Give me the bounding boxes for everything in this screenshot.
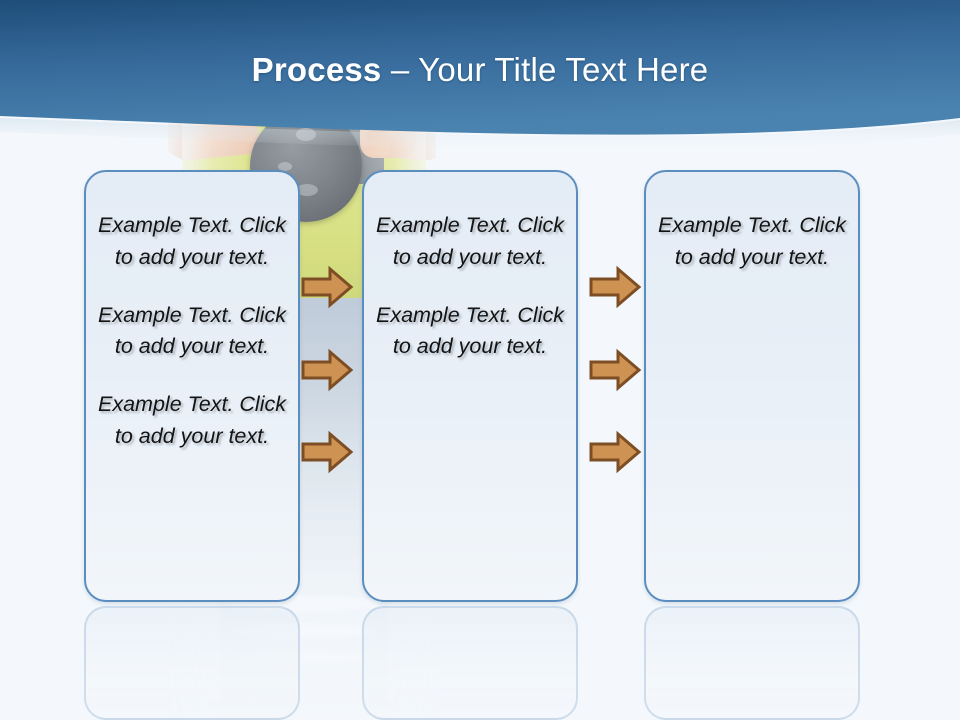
arrow-right-2[interactable] — [300, 348, 354, 392]
arrow-right-3[interactable] — [300, 430, 354, 474]
process-box-2-text: Example Text. Click to add your text. Ex… — [374, 210, 566, 363]
process-box-1-text: Example Text. Click to add your text. Ex… — [96, 210, 288, 453]
arrow-right-5[interactable] — [588, 348, 642, 392]
process-box-1-paragraph: Example Text. Click to add your text. — [98, 213, 286, 269]
page-title-bold: Process — [251, 51, 382, 88]
process-box-1[interactable]: Example Text. Click to add your text. Ex… — [84, 170, 300, 602]
process-box-3-text: Example Text. Click to add your text. — [656, 210, 848, 274]
reflection-box-3 — [644, 606, 860, 720]
arrow-right-1[interactable] — [300, 265, 354, 309]
process-box-2-paragraph: Example Text. Click to add your text. — [376, 302, 564, 359]
process-box-1-paragraph: Example Text. Click to add your text. — [98, 392, 286, 449]
process-box-1-paragraph: Example Text. Click to add your text. — [98, 302, 286, 359]
process-box-3[interactable]: Example Text. Click to add your text. — [644, 170, 860, 602]
page-title-rest: – Your Title Text Here — [381, 51, 709, 88]
process-box-3-paragraph: Example Text. Click to add your text. — [658, 213, 846, 269]
process-box-2[interactable]: Example Text. Click to add your text. Ex… — [362, 170, 578, 602]
page-title: Process – Your Title Text Here — [0, 51, 960, 88]
arrow-right-6[interactable] — [588, 430, 642, 474]
arrow-right-4[interactable] — [588, 265, 642, 309]
process-box-2-paragraph: Example Text. Click to add your text. — [376, 213, 564, 269]
